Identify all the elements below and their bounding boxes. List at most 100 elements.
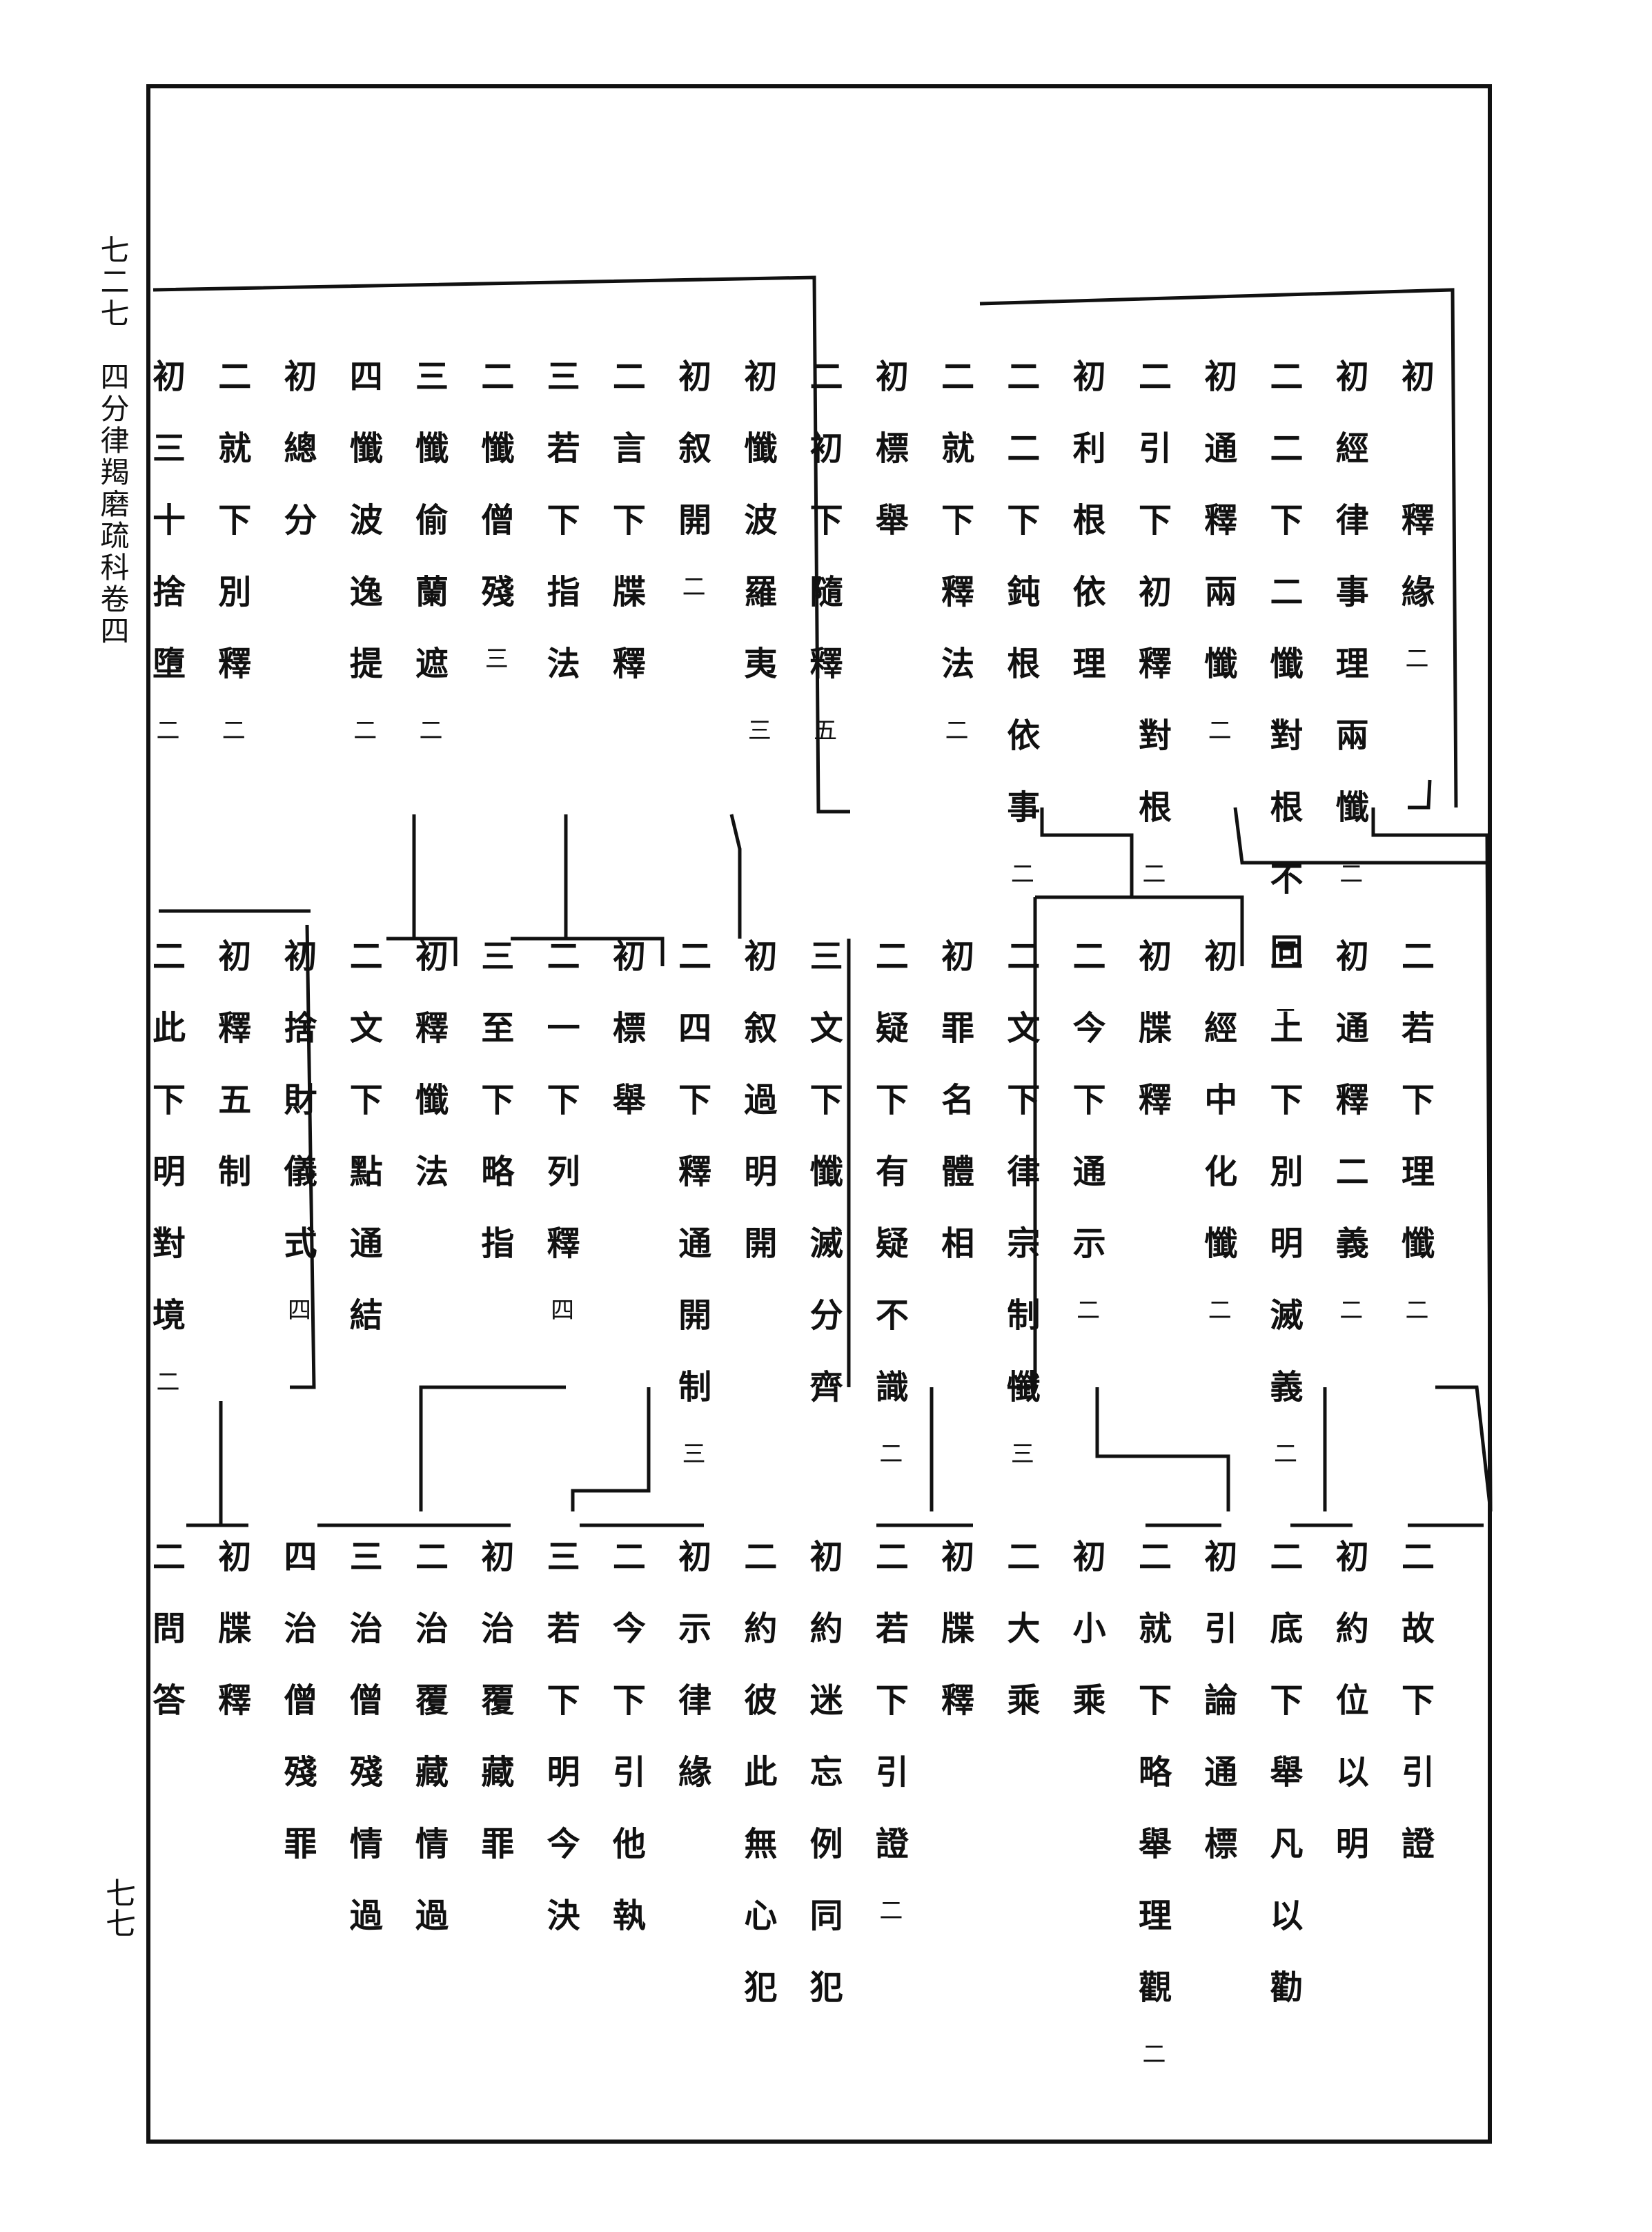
outline-entry-text: 三文下懺滅分齊 <box>803 939 843 1441</box>
outline-entry: 初懺波羅夷三 <box>738 359 776 741</box>
outline-entry-text: 二文下律宗制懺 <box>1001 939 1040 1441</box>
outline-entry: 三懺偷蘭遮二 <box>409 359 449 741</box>
outline-entry-text: 初罪名體相 <box>935 939 974 1298</box>
outline-entry: 二此下明對境二 <box>146 939 185 1393</box>
outline-entry: 初示律緣 <box>672 1539 711 1826</box>
outline-entry-count: 二 <box>1401 1298 1428 1321</box>
outline-entry-count: 二 <box>1203 1298 1232 1321</box>
outline-entry-count: 二 <box>217 718 246 741</box>
outline-entry: 二二下鈍根依事二 <box>1001 359 1040 885</box>
outline-entry-count: 二 <box>1137 2042 1166 2065</box>
outline-entry-count: 三 <box>1006 1441 1034 1465</box>
outline-entry: 二治覆藏情過 <box>409 1539 448 1970</box>
outline-entry-text: 初標舉 <box>606 939 645 1154</box>
outline-entry: 初釋五制 <box>212 939 250 1226</box>
outline-entry-text: 二今下通示 <box>1066 939 1105 1298</box>
outline-entry: 初叙過明開 <box>738 939 776 1298</box>
outline-entry-text: 二上下別明滅義 <box>1263 939 1303 1441</box>
outline-entry-text: 二四下釋通開制 <box>672 939 711 1441</box>
outline-entry: 二懺僧殘三 <box>475 359 513 669</box>
outline-entry-count: 三 <box>743 718 771 741</box>
outline-entry-text: 初釋懺法 <box>409 939 449 1226</box>
outline-entry-text: 二今下引他執 <box>606 1539 645 1970</box>
outline-entry: 二上下別明滅義二 <box>1263 939 1303 1465</box>
outline-entry-count: 二 <box>1137 861 1166 885</box>
outline-entry-text: 初示律緣 <box>672 1539 711 1826</box>
outline-entry: 二底下舉凡以勸 <box>1263 1539 1303 2042</box>
outline-entry: 初治覆藏罪 <box>475 1539 514 1898</box>
outline-entry: 初通釋二義二 <box>1329 939 1368 1321</box>
outline-entry-text: 二一下列釋 <box>540 939 580 1298</box>
outline-entry-text: 初治覆藏罪 <box>475 1539 514 1898</box>
outline-entry: 二言下牒釋 <box>607 359 645 718</box>
outline-entry-text: 二就下釋法 <box>935 359 974 718</box>
outline-entry: 二今下通示二 <box>1066 939 1105 1321</box>
outline-entry-text: 三至下略指 <box>475 939 514 1298</box>
outline-entry: 二約彼此無心犯 <box>738 1539 777 2042</box>
outline-entry-text: 初 釋緣 <box>1395 359 1434 646</box>
outline-entry-text: 二問答 <box>146 1539 185 1754</box>
outline-entry: 二故下引證 <box>1395 1539 1434 1898</box>
outline-entry-text: 初約位以明 <box>1329 1539 1368 1898</box>
outline-entry: 二今下引他執 <box>606 1539 645 1970</box>
outline-entry-text: 二若下引證 <box>869 1539 908 1898</box>
outline-entry-text: 四懺波逸提 <box>343 359 382 718</box>
outline-entry: 初釋懺法 <box>409 939 449 1226</box>
outline-entry: 初小乘 <box>1067 1539 1105 1754</box>
outline-entry-count: 二 <box>1401 646 1428 669</box>
outline-entry: 二就下別釋二 <box>212 359 251 741</box>
outline-entry-count: 二 <box>348 718 377 741</box>
outline-entry-count: 二 <box>1335 861 1363 885</box>
outline-entry: 三若下明今決 <box>541 1539 580 1970</box>
outline-entry: 二若下理懺二 <box>1395 939 1434 1321</box>
outline-entry-count: 二 <box>678 574 706 598</box>
outline-entry: 初牒釋 <box>212 1539 251 1754</box>
outline-entry-count: 二 <box>874 1898 903 1921</box>
outline-entry: 初經中化懺二 <box>1198 939 1237 1321</box>
outline-entry: 二二下二懺對根不同二 <box>1263 359 1302 1028</box>
outline-entry-text: 三若下指法 <box>540 359 580 718</box>
outline-entry: 二大乘 <box>1001 1539 1040 1754</box>
outline-entry: 初標舉 <box>869 359 908 574</box>
outline-entry-count: 二 <box>1072 1298 1100 1321</box>
outline-entry: 初約迷忘例同犯 <box>804 1539 843 2042</box>
outline-entry-text: 二就下別釋 <box>212 359 251 718</box>
outline-entry: 初利根依理 <box>1066 359 1105 718</box>
outline-entry-text: 二初下隨釋 <box>803 359 843 718</box>
outline-entry: 二疑下有疑不識二 <box>869 939 908 1465</box>
outline-entry-text: 二文下點通結 <box>343 939 382 1369</box>
outline-entry: 初通釋兩懺二 <box>1198 359 1237 741</box>
outline-entry: 初標舉 <box>606 939 645 1154</box>
outline-entry: 四懺波逸提二 <box>343 359 382 741</box>
outline-entry-text: 初引論通標 <box>1198 1539 1237 1898</box>
outline-entry-count: 三 <box>678 1441 706 1465</box>
outline-entry: 二四下釋通開制三 <box>672 939 711 1465</box>
outline-entry-text: 二此下明對境 <box>146 939 185 1369</box>
outline-entry-count: 二 <box>152 1369 179 1393</box>
outline-entry-text: 初利根依理 <box>1066 359 1105 718</box>
page-number: 七七 <box>100 1877 135 1938</box>
outline-entry: 二文下律宗制懺三 <box>1001 939 1040 1465</box>
outline-entry: 初牒釋 <box>1132 939 1171 1154</box>
outline-entry-count: 五 <box>809 718 837 741</box>
outline-entry-text: 初牒釋 <box>212 1539 251 1754</box>
outline-entry-text: 二約彼此無心犯 <box>738 1539 777 2042</box>
outline-entry-text: 二引下初釋對根 <box>1132 359 1171 861</box>
outline-entry-text: 初通釋二義 <box>1329 939 1368 1298</box>
outline-entry-text: 初總分 <box>277 359 317 574</box>
margin-header: 七二七 四分律羯磨疏科卷四 <box>96 235 130 647</box>
outline-entry: 二若下引證二 <box>869 1539 908 1921</box>
outline-entry-count: 二 <box>874 1441 903 1465</box>
outline-entry-text: 二二下鈍根依事 <box>1001 359 1040 861</box>
outline-entry-text: 三懺偷蘭遮 <box>409 359 449 718</box>
outline-entry-count: 二 <box>1203 718 1232 741</box>
outline-entry-text: 二大乘 <box>1001 1539 1040 1754</box>
outline-entry-text: 三治僧殘情過 <box>343 1539 382 1970</box>
outline-entry: 初總分 <box>277 359 317 574</box>
outline-entry-text: 初三十捨墮 <box>146 359 185 718</box>
outline-entry: 三若下指法 <box>540 359 580 718</box>
outline-entry-text: 二底下舉凡以勸 <box>1263 1539 1303 2042</box>
outline-entry-text: 初叙開 <box>672 359 711 574</box>
outline-entry-text: 二故下引證 <box>1395 1539 1434 1898</box>
outline-entry: 初捨財儀式四 <box>278 939 317 1321</box>
